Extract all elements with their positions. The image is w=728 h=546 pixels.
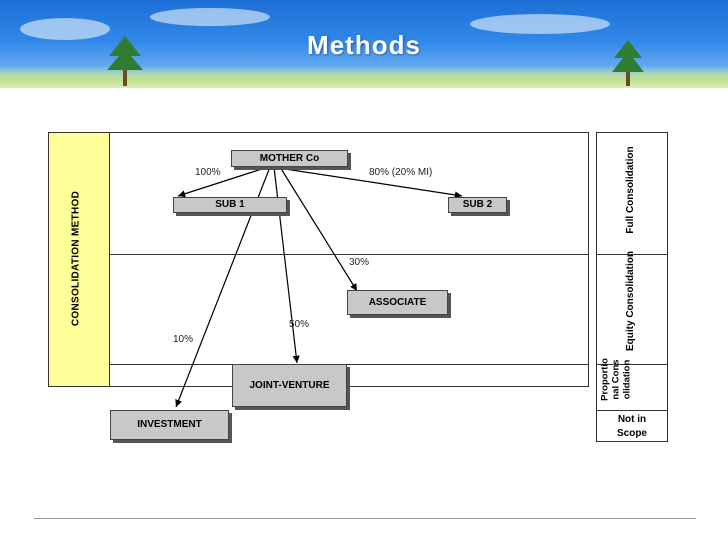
cloud-decoration	[150, 8, 270, 26]
arrow-to-associate	[279, 166, 358, 292]
grass-decoration	[0, 66, 728, 88]
footer-divider	[34, 518, 696, 519]
arrow-to-sub2	[271, 166, 463, 199]
percentage-associate: 30%	[349, 257, 370, 268]
legend-full-consolidation: Full Consolidation	[596, 132, 668, 254]
associate-box: ASSOCIATE	[347, 290, 448, 315]
tree-icon	[107, 36, 143, 86]
percentage-investment: 10%	[173, 334, 194, 345]
mother-company-box: MOTHER Co	[231, 150, 348, 167]
legend-equity-consolidation: Equity Consolidation	[596, 251, 668, 364]
header-banner: Methods	[0, 0, 728, 88]
section-divider	[110, 254, 589, 255]
page-title: Methods	[307, 30, 421, 60]
cloud-decoration	[20, 18, 110, 40]
legend-proportional-label: Proportional Consolidation	[599, 358, 633, 401]
percentage-sub1: 100%	[195, 167, 221, 178]
sub2-box: SUB 2	[448, 197, 507, 213]
method-column: CONSOLIDATION METHOD	[48, 132, 110, 387]
joint-venture-box: JOINT-VENTURE	[232, 364, 347, 407]
arrow-to-sub1	[177, 166, 269, 198]
legend-not-in-scope-label: Not in Scope	[616, 414, 647, 439]
tree-icon	[612, 40, 644, 86]
method-legend	[596, 132, 668, 442]
investment-box: INVESTMENT	[110, 410, 229, 440]
legend-full-label: Full Consolidation	[625, 146, 636, 234]
section-divider	[110, 364, 589, 365]
percentage-joint-venture: 50%	[289, 319, 310, 330]
legend-not-in-scope: Not in Scope	[596, 410, 668, 442]
cloud-decoration	[470, 14, 610, 34]
legend-equity-label: Equity Consolidation	[625, 251, 636, 351]
sub1-box: SUB 1	[173, 197, 287, 213]
percentage-sub2: 80% (20% MI)	[369, 167, 433, 178]
legend-proportional-consolidation: Proportional Consolidation	[596, 358, 668, 410]
